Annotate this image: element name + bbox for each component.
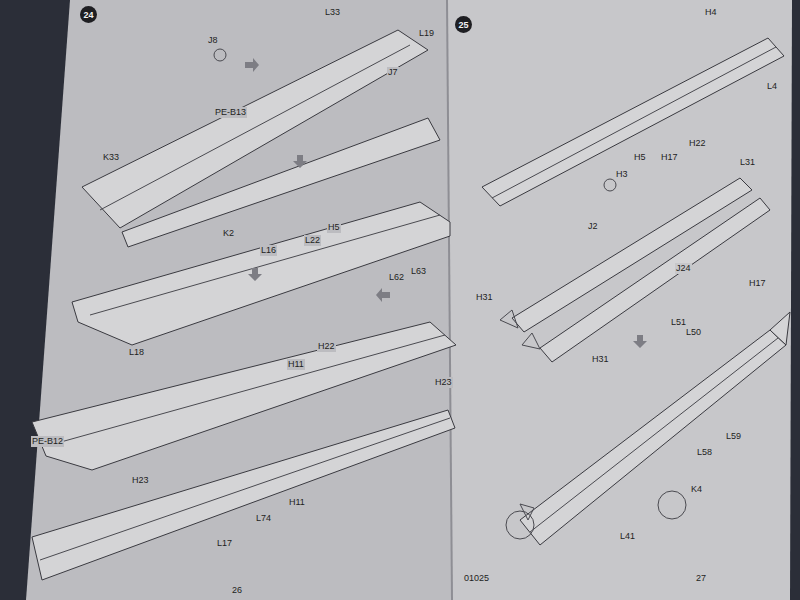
part-number: H4 [704, 7, 718, 18]
part-number: J24 [675, 263, 692, 274]
part-number: H31 [475, 292, 494, 303]
part-number: H22 [317, 341, 336, 352]
part-number: L63 [410, 266, 427, 277]
part-number: H31 [591, 354, 610, 365]
part-number: H17 [748, 278, 767, 289]
part-number: J2 [587, 221, 599, 232]
rail-parts [32, 30, 790, 580]
part-number: L31 [739, 157, 756, 168]
right-page [447, 0, 792, 600]
part-number: 27 [695, 573, 707, 584]
part-details [40, 45, 778, 560]
part-number: H23 [434, 377, 453, 388]
part-number: H22 [688, 138, 707, 149]
left-page [26, 0, 452, 600]
part-number: H5 [633, 152, 647, 163]
part-number: L19 [418, 28, 435, 39]
part-number: L18 [128, 347, 145, 358]
part-number: H3 [615, 169, 629, 180]
part-number: H11 [288, 497, 306, 508]
part-number: L4 [766, 81, 778, 92]
part-number: L62 [388, 272, 405, 283]
part-number: 26 [231, 585, 243, 596]
part-number: L41 [619, 531, 636, 542]
part-number: H5 [327, 222, 341, 233]
part-number: L50 [685, 327, 702, 338]
page-fold [447, 0, 452, 600]
part-number: L74 [255, 513, 272, 524]
part-number: K4 [690, 484, 703, 495]
part-number: K33 [102, 152, 120, 163]
part-number: J8 [207, 35, 219, 46]
step-label: 25 [458, 20, 468, 30]
part-number: L58 [696, 447, 713, 458]
direction-arrows [245, 58, 647, 348]
part-number: PE-B12 [31, 436, 64, 447]
step-number: 25 [455, 16, 472, 33]
part-number: H17 [660, 152, 679, 163]
step-number: 24 [80, 6, 97, 23]
part-number: PE-B13 [214, 107, 247, 118]
part-number: L17 [216, 538, 233, 549]
part-number: H23 [131, 475, 150, 486]
part-number: L22 [304, 235, 321, 246]
step-label: 24 [83, 10, 93, 20]
part-number: H11 [287, 359, 305, 370]
part-number: 01025 [463, 573, 490, 584]
part-number: J7 [387, 67, 399, 78]
part-number: L33 [324, 7, 341, 18]
part-number: L16 [260, 245, 277, 256]
part-number: K2 [222, 228, 235, 239]
part-number: L59 [725, 431, 742, 442]
